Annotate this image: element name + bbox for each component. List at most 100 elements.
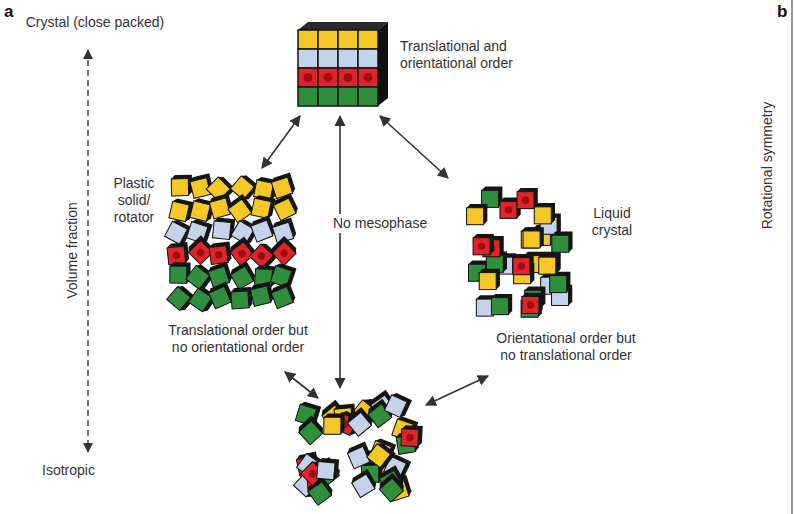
cube-part <box>345 407 374 436</box>
cube <box>228 237 257 266</box>
crystal-cube <box>344 73 353 82</box>
cube-part <box>518 262 525 269</box>
panel-letter: b <box>777 2 793 22</box>
cube-part <box>324 417 341 434</box>
crystal-cube <box>338 49 358 68</box>
cube-part <box>384 391 412 419</box>
cube-part <box>517 192 534 209</box>
cube-part <box>367 441 396 470</box>
cube-part <box>251 195 275 219</box>
cube <box>522 293 543 314</box>
cube <box>401 425 423 447</box>
cube-part <box>522 296 539 313</box>
crystal-cube <box>298 30 318 49</box>
cube-part <box>522 196 529 203</box>
cube-part <box>231 291 249 309</box>
crystal-cube <box>338 68 358 87</box>
cube-part <box>237 248 247 258</box>
cube-part <box>296 416 325 445</box>
cube-part <box>479 269 500 290</box>
crystal-cube <box>298 49 318 68</box>
cube-part <box>513 258 530 275</box>
cube <box>317 458 340 481</box>
cube-part <box>377 473 406 502</box>
crystal-cube <box>324 73 333 82</box>
cube-part <box>249 244 273 268</box>
crystal-top <box>298 22 388 30</box>
cube-part <box>552 231 573 252</box>
cube-part <box>401 429 419 447</box>
transition-arrow <box>339 116 341 388</box>
cube-part <box>170 266 187 283</box>
cube <box>367 441 396 470</box>
phase-description: Translational and orientational order <box>400 38 518 72</box>
transition-arrow <box>426 376 488 405</box>
cube-part <box>491 298 508 315</box>
crystal-cube <box>358 68 378 87</box>
cube-clusters <box>165 22 573 505</box>
transition-arrows <box>262 116 488 405</box>
cube-part <box>230 266 253 289</box>
crystal-cube <box>358 87 378 106</box>
cube-part <box>271 287 293 309</box>
cube-part <box>478 243 485 250</box>
cube-part <box>195 247 206 258</box>
cube-part <box>209 241 232 264</box>
cube-part <box>505 206 512 213</box>
cube-part <box>550 272 571 293</box>
cube-part <box>324 413 345 434</box>
cube <box>473 234 494 255</box>
cube-part <box>467 204 488 225</box>
cube <box>270 282 297 309</box>
crystal-cube <box>304 73 313 82</box>
cube-part <box>317 458 340 481</box>
cube <box>231 287 253 309</box>
cube-part <box>207 262 233 288</box>
cube-part <box>250 281 275 306</box>
cube-part <box>521 297 542 318</box>
cube-part <box>189 241 213 265</box>
cube-part <box>491 294 512 315</box>
cube <box>534 203 555 224</box>
cube-part <box>523 231 540 248</box>
cube <box>523 227 544 248</box>
cube <box>296 416 325 445</box>
cube-part <box>209 246 228 265</box>
cube <box>209 241 232 264</box>
crystal-cube <box>298 68 318 87</box>
cube-part <box>406 434 414 442</box>
cube-part <box>231 287 253 309</box>
cube <box>345 407 374 436</box>
axis-end-label: Isotropic <box>42 462 122 479</box>
cube <box>552 231 573 252</box>
cube-part <box>272 193 300 221</box>
cube-part <box>550 276 567 293</box>
cube-part <box>534 207 551 224</box>
cube <box>513 254 534 275</box>
cube <box>350 469 378 497</box>
axis-end-label: Crystal (close packed) <box>20 14 170 31</box>
cube <box>226 194 255 223</box>
cube <box>167 242 190 265</box>
cube-part <box>169 201 189 221</box>
cube <box>491 294 512 315</box>
cube-part <box>269 236 298 265</box>
cube-part <box>215 251 223 259</box>
cube-part <box>467 208 484 225</box>
cube-part <box>534 203 555 224</box>
cube-part <box>226 194 255 223</box>
cube <box>270 173 296 199</box>
cube-part <box>209 286 231 308</box>
cube-part <box>527 301 534 308</box>
cube <box>269 236 298 265</box>
cube <box>550 272 571 293</box>
cube <box>517 188 538 209</box>
crystal-cube <box>338 30 358 49</box>
cube-part <box>523 227 544 248</box>
cube-part <box>272 241 296 265</box>
cube <box>479 269 500 290</box>
cube-part <box>167 286 191 310</box>
cube-part <box>229 261 257 289</box>
cube-part <box>165 221 188 244</box>
cube-part <box>479 273 496 290</box>
